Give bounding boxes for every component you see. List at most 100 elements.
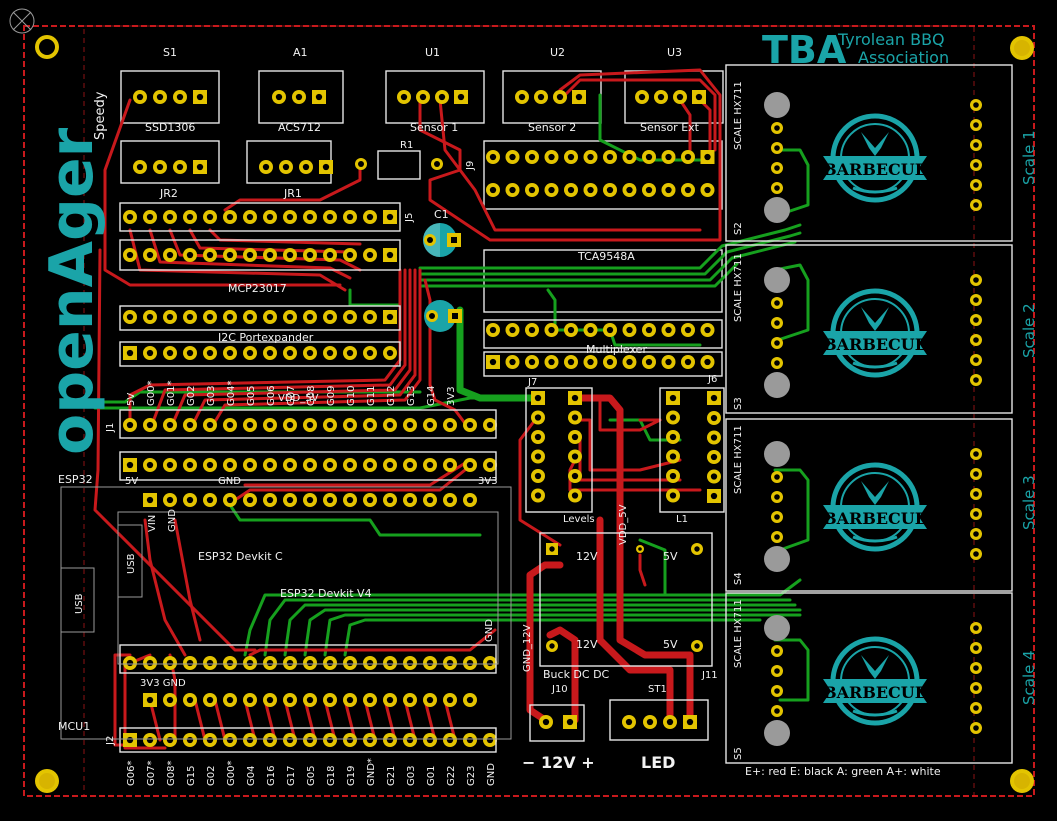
- label-5v-a: 5V: [663, 550, 678, 563]
- pin-label-j1: 5V: [126, 393, 137, 406]
- pin-label-j1: G08: [306, 386, 317, 406]
- label-j6: J6: [707, 374, 717, 385]
- label-tca9548a: TCA9548A: [577, 250, 635, 263]
- label-r1: R1: [400, 140, 413, 151]
- label-led: LED: [641, 753, 675, 772]
- label-mcu1: MCU1: [58, 720, 90, 733]
- pin-label-j2: G07*: [146, 761, 157, 786]
- label-buck-dc-dc: Buck DC DC: [543, 668, 610, 681]
- capacitor-c2: [424, 300, 462, 332]
- label-s3: S3: [733, 397, 744, 410]
- label-vdd-5v-vertical: VDD_5V: [618, 504, 629, 545]
- pin-label-j2: G22: [446, 766, 457, 786]
- label-hx711-4: SCALE HX711: [733, 599, 744, 668]
- pin-label-j2: G23: [466, 766, 477, 786]
- label-j11: J11: [701, 670, 718, 681]
- label-3v3-gnd: 3V3 GND: [140, 678, 186, 689]
- scale-2-name: Scale 2: [1020, 303, 1038, 358]
- val-u3: Sensor Ext: [640, 121, 700, 134]
- mounting-holes: [9, 8, 1034, 793]
- pin-label-j2: G17: [286, 766, 297, 786]
- logo-line1: Tyrolean BBQ: [837, 30, 945, 49]
- pin-label-j1: G04*: [226, 381, 237, 406]
- label-jr2: JR2: [159, 187, 178, 200]
- pin-label-j1: G00*: [146, 381, 157, 406]
- scale-mount-pad: [764, 546, 790, 572]
- label-esp32: ESP32: [58, 473, 93, 486]
- capacitor-c1: [423, 223, 461, 257]
- badge-text: BARBECUE: [823, 160, 927, 179]
- ref-s1: S1: [163, 46, 177, 59]
- label-s4: S4: [733, 572, 744, 585]
- pin-label-j2: G04: [246, 766, 257, 786]
- pin-label-j1: G03: [206, 386, 217, 406]
- esp32-outline: [60, 486, 512, 740]
- scale-mount-pad: [764, 372, 790, 398]
- label-esp32-devkit-v4: ESP32 Devkit V4: [280, 587, 372, 600]
- label-jr1: JR1: [283, 187, 302, 200]
- label-j9: J9: [465, 161, 476, 171]
- label-gnd-mid: GND: [167, 509, 178, 532]
- label-c1: C1: [434, 208, 449, 221]
- label-vdd-5v: VDD_5V: [278, 393, 319, 404]
- label-levels: Levels: [563, 514, 595, 525]
- scale-4-name: Scale 4: [1020, 650, 1038, 705]
- pin-label-j2: G03: [406, 766, 417, 786]
- back-copper-traces: [93, 93, 810, 702]
- pin-label-j1: G11: [366, 386, 377, 406]
- label-gnd-top: GND: [218, 476, 241, 487]
- pin-label-j1: G06: [266, 386, 277, 406]
- label-3v3-top: 3V3: [478, 476, 498, 487]
- pin-label-j1: G12: [386, 386, 397, 406]
- scale-mount-pad: [764, 441, 790, 467]
- label-vin: VIN: [147, 515, 158, 532]
- module-outlines: [119, 64, 1013, 764]
- scale-mount-pad: [764, 92, 790, 118]
- pin-label-j1: G07: [286, 386, 297, 406]
- pin-label-j2: G21: [386, 766, 397, 786]
- label-st1: ST1: [648, 684, 667, 695]
- label-power-input: − 12V +: [522, 753, 595, 772]
- label-12v-a: 12V: [576, 550, 598, 563]
- ref-u1: U1: [425, 46, 440, 59]
- label-j7: J7: [527, 377, 537, 388]
- label-usb-1: USB: [126, 553, 137, 574]
- pin-label-j2: G01: [426, 766, 437, 786]
- label-wire-colors: E+: red E: black A: green A+: white: [745, 765, 941, 778]
- board-subtitle: Speedy: [93, 91, 108, 140]
- pin-label-j2: G02: [206, 766, 217, 786]
- component-pads: [123, 90, 721, 747]
- ref-u2: U2: [550, 46, 565, 59]
- pin-label-j2: GND*: [366, 758, 377, 786]
- label-j10: J10: [551, 684, 568, 695]
- scale-mount-pad: [764, 720, 790, 746]
- label-j1: J1: [105, 423, 116, 433]
- pin-label-j1: G02: [186, 386, 197, 406]
- pin-label-j2: G18: [326, 766, 337, 786]
- pin-label-j1: 3V3: [446, 386, 457, 406]
- pin-label-j1: G05: [246, 386, 257, 406]
- label-port-expander: I2C Portexpander: [218, 331, 314, 344]
- label-mcp23017: MCP23017: [228, 282, 287, 295]
- badge-text: BARBECUE: [823, 683, 927, 702]
- label-hx711-2: SCALE HX711: [733, 253, 744, 322]
- label-gnd-right: GND: [484, 619, 495, 642]
- pin-label-j2: G19: [346, 766, 357, 786]
- pin-label-j1: G01*: [166, 381, 177, 406]
- label-12v-b: 12V: [576, 638, 598, 651]
- val-a1: ACS712: [278, 121, 321, 134]
- pin-label-j2: G05: [306, 766, 317, 786]
- badge-text: BARBECUE: [823, 335, 927, 354]
- pin-label-j1: G09: [326, 386, 337, 406]
- label-j5: J5: [404, 213, 415, 223]
- board-title: openAger: [37, 127, 107, 455]
- pin-label-j2: G15: [186, 766, 197, 786]
- pin-label-j1: G13: [406, 386, 417, 406]
- pin-label-j2: G08*: [166, 761, 177, 786]
- scale-mount-pad: [764, 267, 790, 293]
- pin-label-j1: G14: [426, 386, 437, 406]
- val-s1: SSD1306: [145, 121, 195, 134]
